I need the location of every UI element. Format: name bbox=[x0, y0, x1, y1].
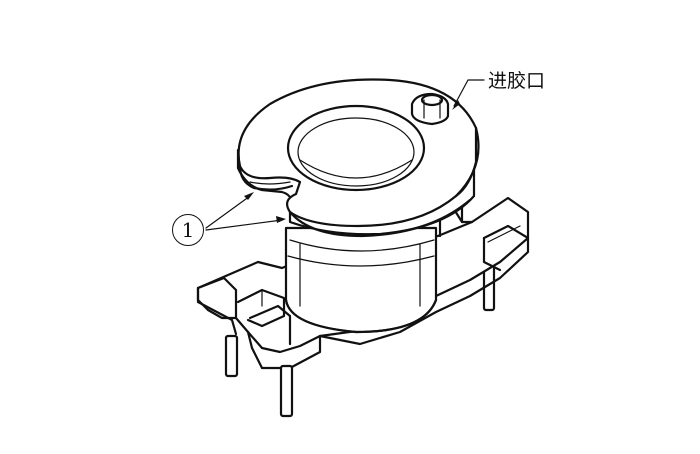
callout-number: 1 bbox=[172, 214, 204, 246]
pin-center-front bbox=[279, 364, 294, 418]
gate-leader bbox=[452, 79, 485, 110]
gate-nub bbox=[410, 92, 450, 126]
callout-leaders bbox=[205, 192, 286, 231]
pin-left-front bbox=[224, 334, 239, 378]
center-hole bbox=[286, 104, 426, 192]
gate-label: 进胶口 bbox=[488, 70, 546, 92]
bobbin-barrel bbox=[284, 226, 438, 334]
